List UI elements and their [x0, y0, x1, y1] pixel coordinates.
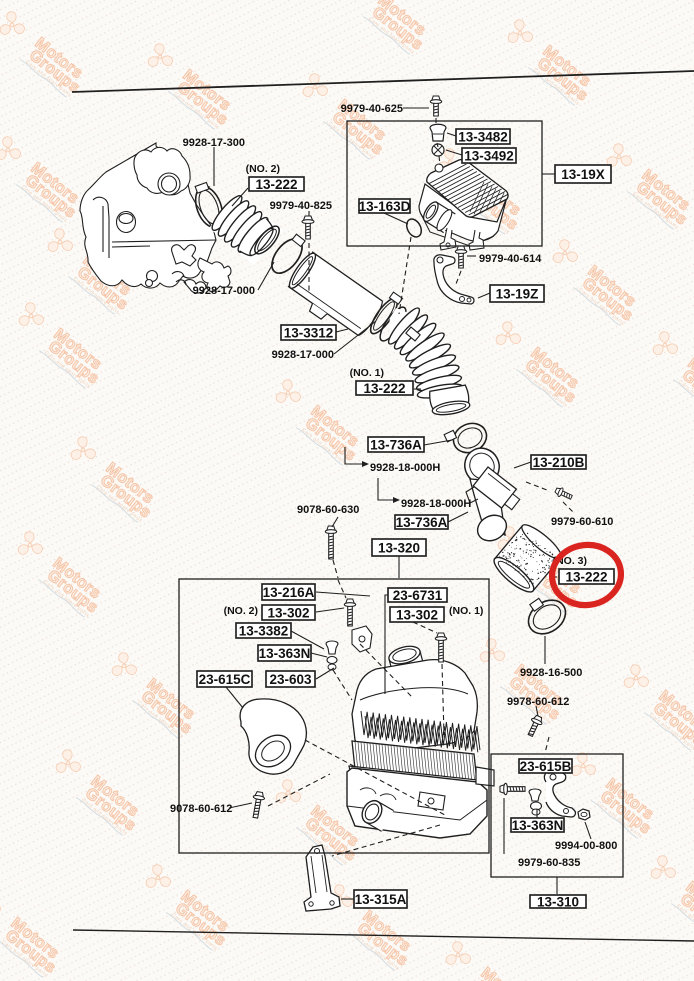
svg-text:13-222: 13-222	[363, 381, 405, 396]
svg-text:9979-40-825: 9979-40-825	[270, 200, 332, 212]
svg-text:9928-16-500: 9928-16-500	[520, 667, 582, 679]
svg-text:13-302: 13-302	[267, 605, 309, 620]
svg-text:13-315A: 13-315A	[355, 892, 407, 907]
svg-text:23-6731: 23-6731	[393, 588, 443, 603]
svg-text:23-603: 23-603	[269, 672, 312, 687]
svg-text:9978-60-612: 9978-60-612	[507, 696, 569, 708]
svg-text:13-3492: 13-3492	[464, 148, 514, 163]
svg-text:13-19X: 13-19X	[561, 167, 605, 182]
svg-text:9979-40-625: 9979-40-625	[341, 103, 403, 115]
svg-text:13-210B: 13-210B	[533, 455, 585, 470]
svg-text:9979-40-614: 9979-40-614	[479, 253, 542, 265]
svg-text:9928-18-000H: 9928-18-000H	[370, 462, 440, 474]
svg-text:9928-17-000: 9928-17-000	[272, 349, 334, 361]
svg-text:9928-17-000: 9928-17-000	[193, 285, 255, 297]
svg-text:13-736A: 13-736A	[370, 437, 422, 452]
svg-text:13-222: 13-222	[565, 569, 607, 584]
svg-text:9078-60-612: 9078-60-612	[170, 803, 232, 815]
svg-text:9994-00-800: 9994-00-800	[555, 840, 617, 852]
svg-text:13-363N: 13-363N	[512, 818, 564, 833]
svg-text:23-615C: 23-615C	[199, 672, 251, 687]
svg-text:9078-60-630: 9078-60-630	[297, 504, 359, 516]
svg-text:9928-17-300: 9928-17-300	[183, 137, 245, 149]
svg-text:13-3312: 13-3312	[284, 325, 334, 340]
svg-text:13-222: 13-222	[255, 177, 297, 192]
svg-text:13-310: 13-310	[537, 894, 579, 909]
svg-text:13-363N: 13-363N	[259, 646, 311, 661]
svg-text:23-615B: 23-615B	[520, 759, 572, 774]
svg-text:13-216A: 13-216A	[263, 585, 315, 600]
svg-text:9979-60-610: 9979-60-610	[551, 516, 613, 528]
svg-text:13-3382: 13-3382	[239, 623, 289, 638]
svg-text:9928-18-000H: 9928-18-000H	[401, 498, 471, 510]
svg-text:(NO. 2): (NO. 2)	[246, 163, 280, 175]
svg-text:13-320: 13-320	[378, 540, 420, 555]
svg-text:13-736A: 13-736A	[396, 515, 448, 530]
svg-text:13-3482: 13-3482	[458, 129, 508, 144]
svg-text:(NO. 2): (NO. 2)	[224, 605, 258, 617]
svg-text:9979-60-835: 9979-60-835	[518, 857, 580, 869]
svg-text:13-163D: 13-163D	[359, 199, 411, 214]
svg-text:(NO. 1): (NO. 1)	[449, 605, 483, 617]
svg-text:13-19Z: 13-19Z	[496, 286, 539, 301]
svg-text:13-302: 13-302	[396, 607, 438, 622]
svg-text:(NO. 1): (NO. 1)	[350, 367, 384, 379]
